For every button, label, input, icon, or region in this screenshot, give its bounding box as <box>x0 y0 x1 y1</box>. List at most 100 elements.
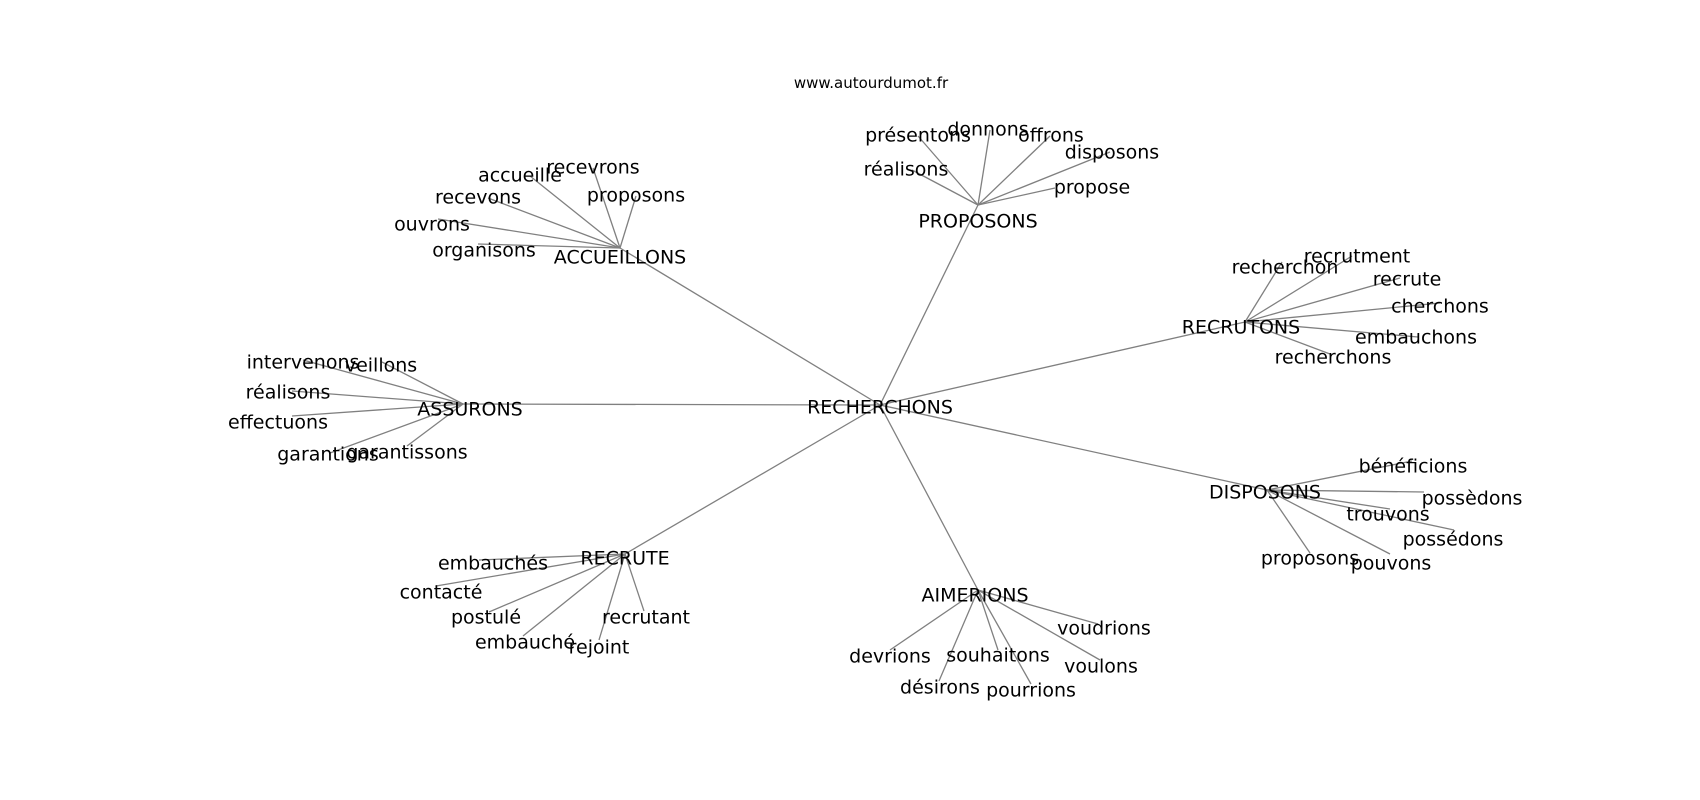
leaf-node-label: recherchons <box>1275 347 1392 369</box>
edge-center-to-hub <box>879 404 1268 491</box>
leaf-node-label: postulé <box>451 607 521 629</box>
edge-hub-to-leaf <box>1266 489 1311 554</box>
edge-hub-to-leaf <box>889 589 979 651</box>
leaf-node-label: devrions <box>849 646 931 668</box>
graph-edges <box>291 129 1455 685</box>
leaf-node-label: trouvons <box>1346 504 1429 526</box>
edge-hub-to-leaf <box>977 589 1099 625</box>
leaf-node-label: garantissons <box>346 442 467 464</box>
edge-hub-to-leaf <box>302 359 464 405</box>
leaf-node-label: désirons <box>900 677 980 699</box>
edge-hub-to-leaf <box>1244 302 1441 323</box>
edge-center-to-hub <box>879 204 979 406</box>
leaf-node-label: pourrions <box>986 680 1076 702</box>
edge-hub-to-leaf <box>911 169 979 206</box>
leaf-node-label: embauché <box>475 632 575 654</box>
edge-hub-to-leaf <box>1244 255 1353 323</box>
leaf-node-label: possèdons <box>1422 488 1523 510</box>
edge-hub-to-leaf <box>1266 460 1413 491</box>
edge-hub-to-leaf <box>437 218 621 249</box>
edge-hub-to-leaf <box>977 589 999 651</box>
edge-hub-to-leaf <box>435 553 626 587</box>
hub-node-label: AIMERIONS <box>921 585 1028 607</box>
edge-hub-to-leaf <box>1244 277 1401 323</box>
edge-hub-to-leaf <box>1266 489 1425 493</box>
edge-hub-to-leaf <box>917 135 979 206</box>
edge-hub-to-leaf <box>1266 489 1391 510</box>
edge-hub-to-leaf <box>488 553 626 613</box>
leaf-node-label: garantions <box>277 444 379 466</box>
leaf-node-label: effectuons <box>228 412 328 434</box>
leaf-node-label: donnons <box>947 119 1028 141</box>
leaf-node-label: embauchons <box>1355 327 1477 349</box>
leaf-node-label: organisons <box>432 240 536 262</box>
leaf-node-label: voudrions <box>1057 618 1151 640</box>
leaf-node-label: accueille <box>478 165 562 187</box>
hub-node-label: RECRUTONS <box>1182 317 1300 339</box>
edge-hub-to-leaf <box>1266 489 1391 555</box>
leaf-node-label: propose <box>1054 177 1130 199</box>
leaf-node-label: recrutment <box>1304 246 1411 268</box>
edge-center-to-hub <box>462 403 881 406</box>
edge-center-to-hub <box>619 247 881 406</box>
site-url-label: www.autourdumot.fr <box>794 74 949 92</box>
leaf-node-label: recrute <box>1373 269 1442 291</box>
leaf-node-label: réalisons <box>864 159 949 181</box>
edge-hub-to-leaf <box>487 197 621 249</box>
hub-node-label: RECRUTE <box>580 548 669 570</box>
edge-hub-to-leaf <box>478 553 626 561</box>
edge-hub-to-leaf <box>977 151 1111 206</box>
hub-node-label: PROPOSONS <box>918 211 1037 233</box>
leaf-node-label: proposons <box>587 185 685 207</box>
edge-hub-to-leaf <box>598 553 626 641</box>
edge-hub-to-leaf <box>406 403 464 447</box>
leaf-node-label: proposons <box>1261 548 1359 570</box>
leaf-node-label: recrutant <box>602 607 690 629</box>
leaf-node-label: rejoint <box>569 637 630 659</box>
edge-hub-to-leaf <box>1266 489 1455 531</box>
leaf-node-label: recevons <box>435 187 521 209</box>
edge-hub-to-leaf <box>329 403 464 454</box>
edge-hub-to-leaf <box>977 135 1051 206</box>
edge-hub-to-leaf <box>977 129 991 206</box>
edge-hub-to-leaf <box>592 167 621 249</box>
edge-center-to-hub <box>879 321 1246 406</box>
edge-hub-to-leaf <box>938 589 979 682</box>
edge-hub-to-leaf <box>1244 261 1283 323</box>
leaf-node-label: disposons <box>1065 142 1159 164</box>
hub-node-label: ACCUEILLONS <box>554 247 686 269</box>
leaf-node-label: présentons <box>865 125 971 147</box>
leaf-node-label: souhaitons <box>946 645 1050 667</box>
leaf-node-label: veillons <box>345 355 417 377</box>
leaf-node-label: cherchons <box>1391 296 1489 318</box>
edge-hub-to-leaf <box>291 403 464 417</box>
edge-hub-to-leaf <box>977 187 1056 206</box>
leaf-node-label: réalisons <box>246 382 331 404</box>
leaf-node-label: intervenons <box>247 352 360 374</box>
leaf-node-label: ouvrons <box>394 214 470 236</box>
edge-hub-to-leaf <box>619 195 637 249</box>
hub-node-label: ASSURONS <box>417 399 522 421</box>
edge-hub-to-leaf <box>381 361 464 405</box>
edge-center-to-hub <box>624 404 881 555</box>
edge-hub-to-leaf <box>291 390 464 405</box>
leaf-node-label: recherchon <box>1232 257 1339 279</box>
leaf-node-label: voulons <box>1064 656 1138 678</box>
edge-hub-to-leaf <box>522 553 626 637</box>
leaf-node-label: contacté <box>400 582 483 604</box>
edge-hub-to-leaf <box>624 553 645 612</box>
center-node-label: RECHERCHONS <box>807 397 953 419</box>
leaf-node-label: bénéficions <box>1359 456 1468 478</box>
edge-hub-to-leaf <box>477 243 621 249</box>
leaf-node-label: recevrons <box>546 157 639 179</box>
leaf-node-label: offrons <box>1018 125 1084 147</box>
edge-hub-to-leaf <box>1244 321 1419 338</box>
hub-node-label: DISPOSONS <box>1209 482 1321 504</box>
edge-hub-to-leaf <box>529 175 621 249</box>
edge-center-to-hub <box>879 404 979 591</box>
edge-hub-to-leaf <box>977 589 1101 661</box>
leaf-node-label: pouvons <box>1351 553 1432 575</box>
edge-hub-to-leaf <box>977 589 1032 685</box>
